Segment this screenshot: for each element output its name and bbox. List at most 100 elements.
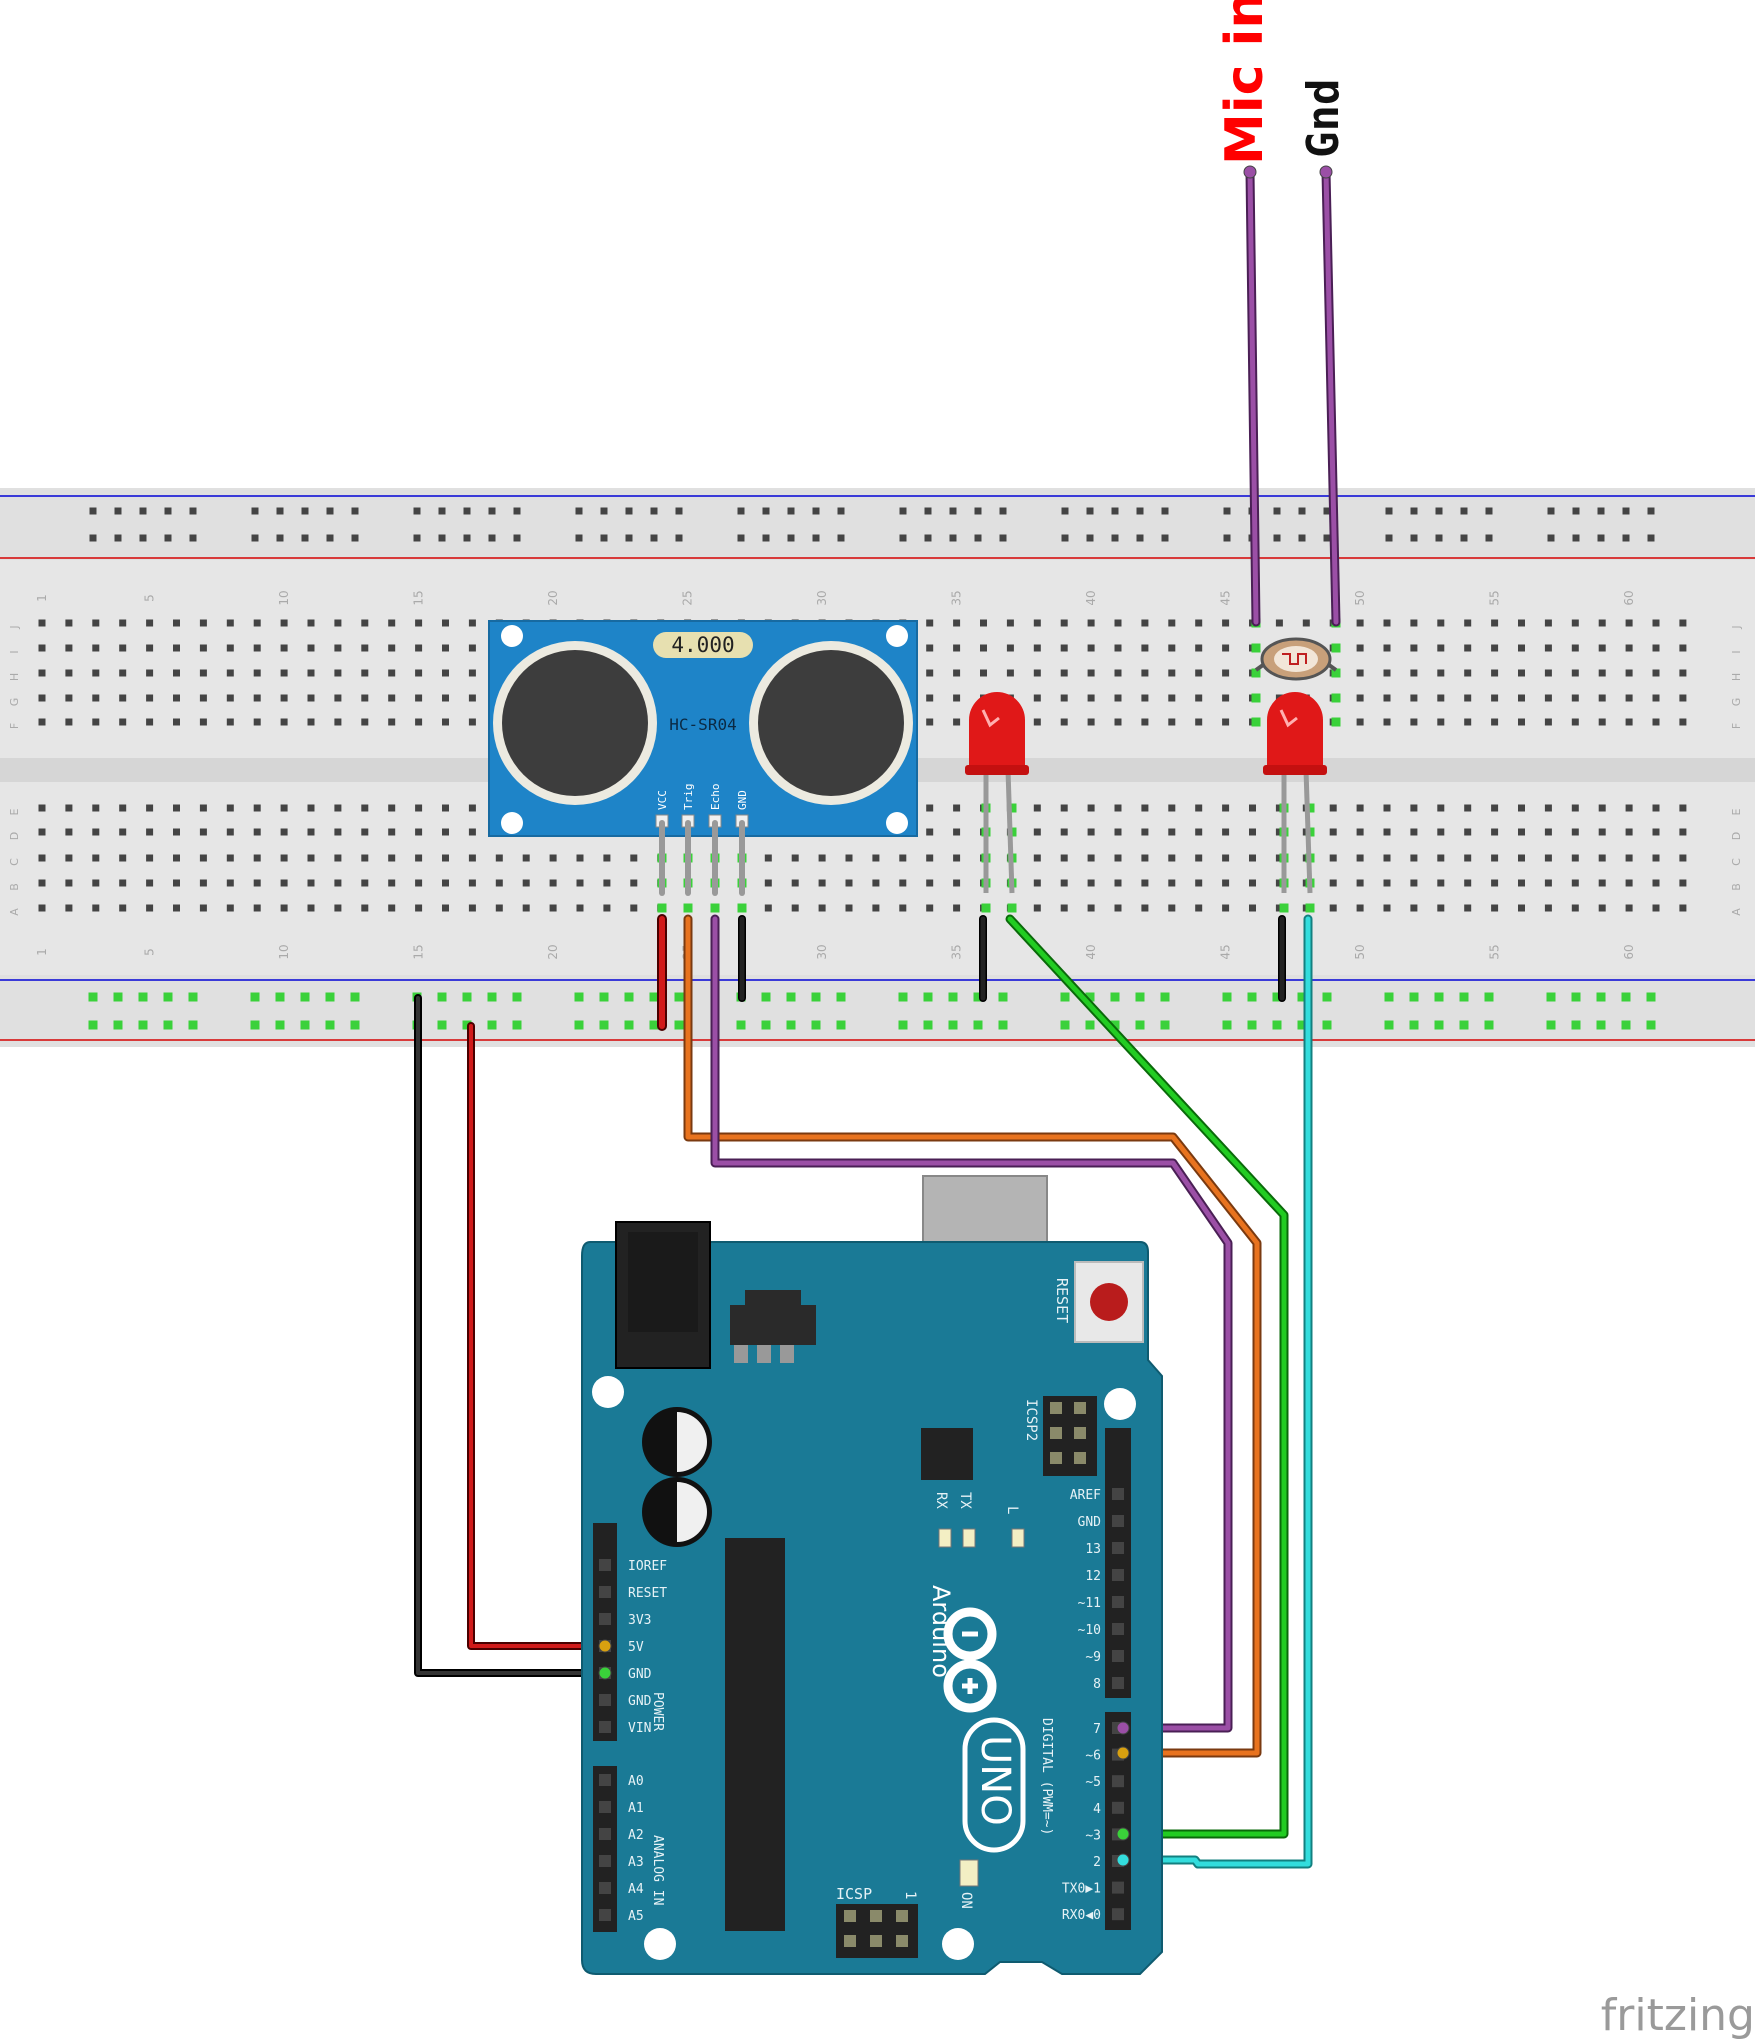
- column-number: 55: [1488, 944, 1502, 959]
- row-letter: J: [8, 625, 21, 629]
- digital-header-bottom: [1105, 1712, 1131, 1930]
- arduino-pin-label: 8: [1093, 1677, 1101, 1692]
- arduino-uno: RESET ICSP2 RX TX L Arduino UNO DIGITAL …: [581, 1175, 1163, 1975]
- sensor-pin-label: VCC: [656, 790, 669, 810]
- arduino-pin-label: ~11: [1078, 1596, 1101, 1611]
- arduino-pin-label: 2: [1093, 1855, 1101, 1870]
- arduino-pin-label: A1: [628, 1801, 644, 1816]
- column-number: 45: [1219, 944, 1233, 959]
- wire-endpoints: [598, 165, 1333, 1867]
- breadboard-column-numbers: 1155101015152020252530303535404045455050…: [35, 590, 1636, 959]
- rx-label: RX: [933, 1492, 949, 1509]
- column-number: 35: [950, 590, 964, 605]
- reset-label: RESET: [1053, 1278, 1071, 1323]
- sensor-pin-label: Echo: [709, 784, 722, 811]
- arduino-pin-label: ~6: [1085, 1749, 1101, 1764]
- analog-header: [593, 1766, 617, 1932]
- row-letter: H: [8, 673, 21, 681]
- mic-in-label: Mic in: [1215, 0, 1275, 165]
- arduino-pin-label: A0: [628, 1774, 644, 1789]
- column-number: 25: [681, 590, 695, 605]
- arduino-pin-label: 12: [1085, 1569, 1101, 1584]
- column-number: 10: [277, 590, 291, 605]
- row-letter: A: [1730, 908, 1743, 916]
- column-number: 35: [950, 944, 964, 959]
- row-letter: G: [1730, 698, 1743, 707]
- tx-label: TX: [957, 1492, 973, 1509]
- arduino-pin-label: A5: [628, 1909, 644, 1924]
- arduino-pin-label: 5V: [628, 1640, 644, 1655]
- column-number: 20: [546, 944, 560, 959]
- column-number: 30: [815, 944, 829, 959]
- arduino-pin-label: RESET: [628, 1586, 667, 1601]
- arduino-pin-label: 13: [1085, 1542, 1101, 1557]
- column-number: 15: [412, 590, 426, 605]
- arduino-pin-label: 4: [1093, 1802, 1101, 1817]
- row-letter: C: [8, 858, 21, 866]
- arduino-pin-label: 3V3: [628, 1613, 651, 1628]
- sensor-name: HC-SR04: [669, 715, 736, 734]
- row-letter: I: [1730, 650, 1743, 653]
- row-letter: J: [1730, 625, 1743, 629]
- sensor-pin-label: Trig: [682, 784, 695, 811]
- column-number: 50: [1353, 590, 1367, 605]
- arduino-pin-label: VIN: [628, 1721, 651, 1736]
- arduino-pin-label: ~10: [1078, 1623, 1101, 1638]
- column-number: 20: [546, 590, 560, 605]
- column-number: 5: [143, 594, 157, 602]
- row-letter: A: [8, 908, 21, 916]
- sensor-display: [653, 632, 753, 658]
- row-letter: B: [8, 883, 21, 891]
- arduino-pin-label: GND: [628, 1694, 652, 1709]
- row-letter: E: [8, 808, 21, 815]
- row-letter: C: [1730, 858, 1743, 866]
- l-label: L: [1004, 1506, 1020, 1514]
- column-number: 1: [35, 948, 49, 956]
- icsp2-label: ICSP2: [1023, 1399, 1039, 1441]
- led-2: [1263, 692, 1327, 894]
- wires: [414, 167, 1341, 1869]
- column-number: 1: [35, 594, 49, 602]
- arduino-pin-label: A3: [628, 1855, 644, 1870]
- column-number: 60: [1622, 944, 1636, 959]
- row-letter: G: [8, 698, 21, 707]
- microcontroller-chip: [725, 1538, 785, 1931]
- row-letter: D: [8, 832, 21, 840]
- sensor-pin-label: GND: [736, 790, 749, 810]
- gnd-label: Gnd: [1298, 79, 1349, 158]
- sensor-display-value: 4.000: [671, 633, 734, 657]
- analog-header-label: ANALOG IN: [650, 1835, 665, 1905]
- power-header: [593, 1523, 617, 1741]
- arduino-pin-label: 7: [1093, 1722, 1101, 1737]
- arduino-pin-label: RX0◀0: [1062, 1908, 1101, 1923]
- column-number: 40: [1084, 590, 1098, 605]
- row-letter: D: [1730, 832, 1743, 840]
- row-letter: I: [8, 650, 21, 653]
- row-letter: F: [8, 723, 21, 729]
- on-label: ON: [958, 1892, 974, 1909]
- fritzing-watermark: fritzing: [1601, 1990, 1755, 2039]
- wire-gnd-rail: [414, 994, 609, 1677]
- column-number: 10: [277, 944, 291, 959]
- arduino-pin-label: GND: [1078, 1515, 1102, 1530]
- column-number: 5: [143, 948, 157, 956]
- arduino-model: UNO: [972, 1735, 1018, 1826]
- digital-header-label: DIGITAL (PWM=~): [1039, 1718, 1054, 1835]
- column-number: 45: [1219, 590, 1233, 605]
- row-letter: H: [1730, 673, 1743, 681]
- led-1: [965, 692, 1029, 894]
- arduino-pin-label: ~3: [1085, 1828, 1101, 1843]
- row-letter: F: [1730, 723, 1743, 729]
- arduino-pin-label: AREF: [1070, 1488, 1101, 1503]
- row-letter: B: [1730, 883, 1743, 891]
- column-number: 55: [1488, 590, 1502, 605]
- arduino-pin-label: ~5: [1085, 1775, 1101, 1790]
- arduino-pin-label: A2: [628, 1828, 644, 1843]
- icsp-one-label: 1: [902, 1891, 918, 1899]
- arduino-pin-label: GND: [628, 1667, 652, 1682]
- arduino-logo: [943, 1607, 997, 1713]
- arduino-brand: Arduino: [927, 1585, 955, 1678]
- column-number: 15: [412, 944, 426, 959]
